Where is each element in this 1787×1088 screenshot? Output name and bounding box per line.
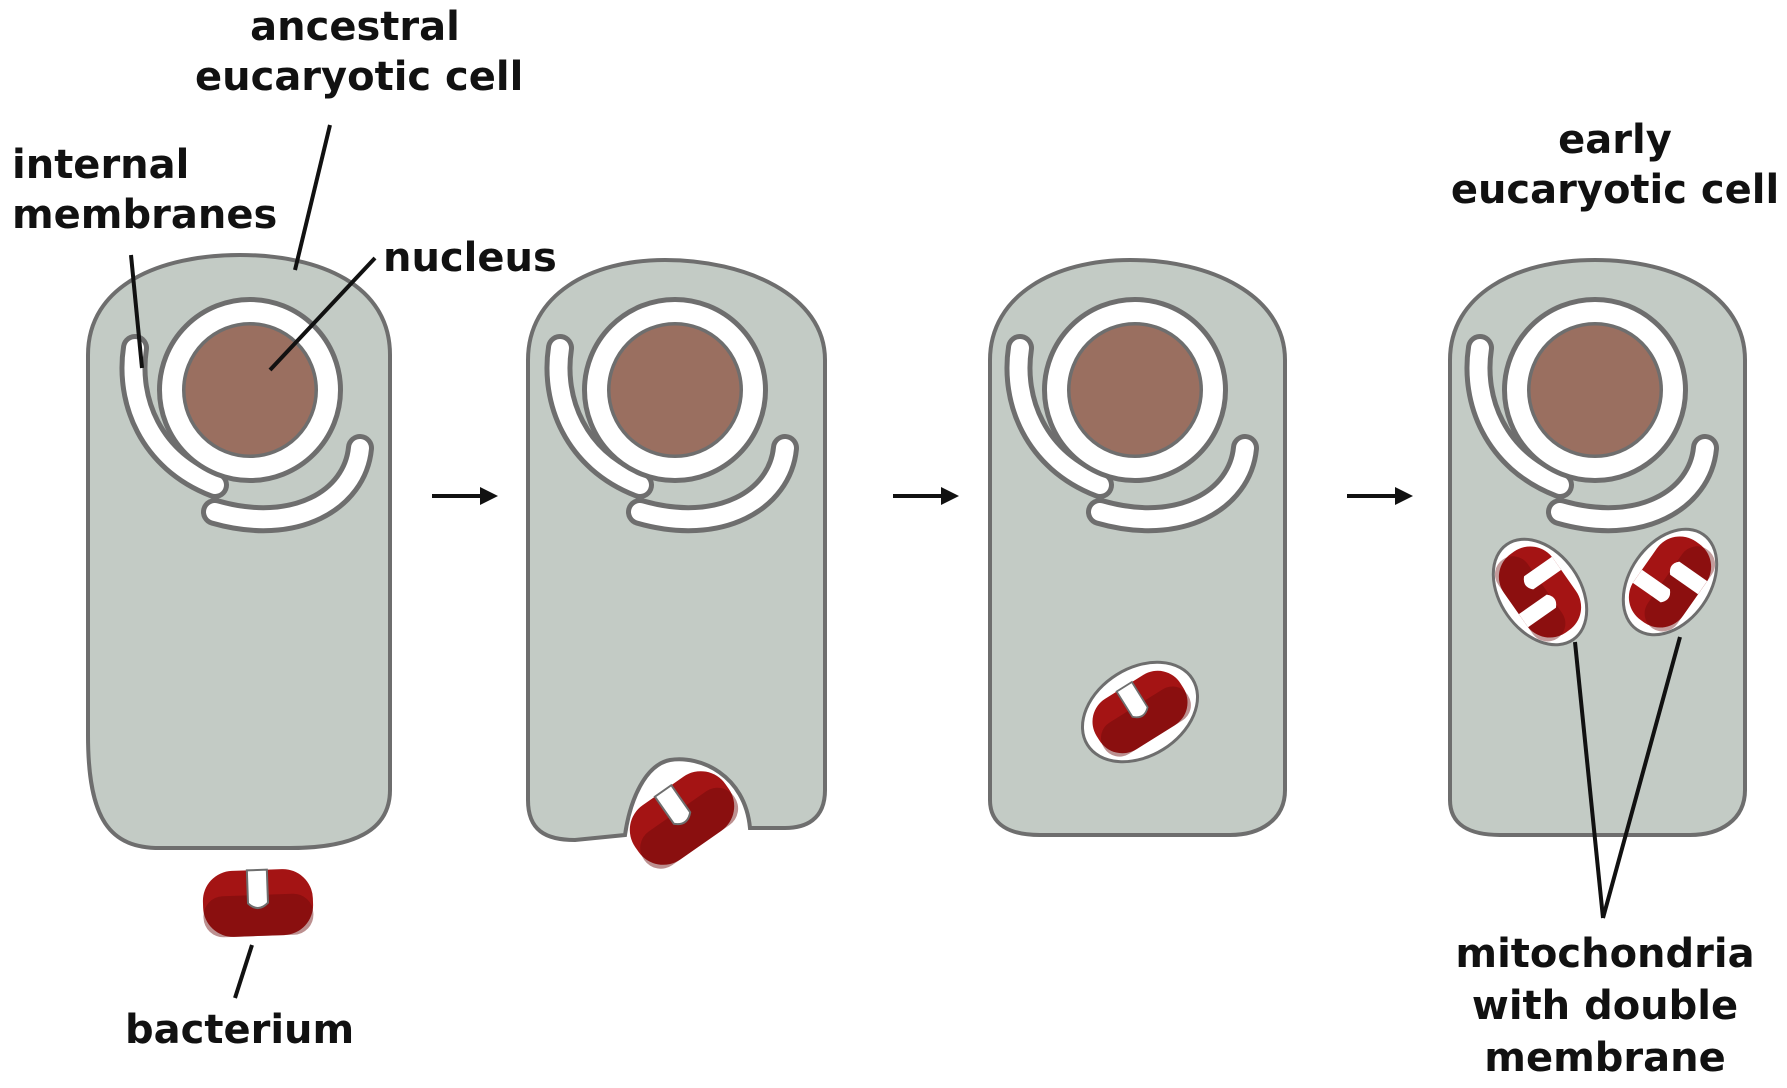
arrow-2 — [893, 487, 959, 505]
bacterium — [202, 868, 314, 938]
arrow-3 — [1347, 487, 1413, 505]
cell-stage-3 — [990, 260, 1285, 835]
label-bacterium: bacterium — [125, 1005, 345, 1055]
label-nucleus: nucleus — [383, 233, 557, 283]
cell-stage-4 — [1450, 260, 1745, 835]
label-mitochondria: mitochondria with double membrane — [1440, 928, 1770, 1084]
arrow-1 — [432, 487, 498, 505]
leader-ancestral-cell — [295, 125, 330, 270]
cell-stage-2 — [528, 260, 825, 877]
label-internal-membranes: internal membranes — [12, 140, 277, 240]
leader-bacterium — [235, 945, 252, 998]
label-early-cell: early eucaryotic cell — [1450, 115, 1780, 215]
cell-stage-1 — [88, 255, 390, 848]
label-ancestral-cell: ancestral eucaryotic cell — [195, 2, 515, 102]
